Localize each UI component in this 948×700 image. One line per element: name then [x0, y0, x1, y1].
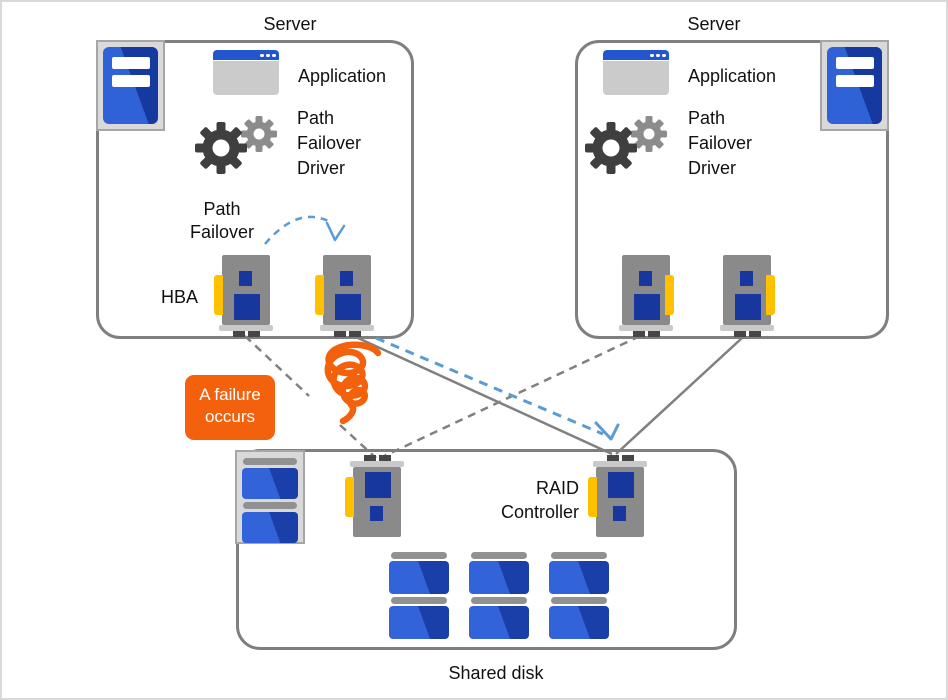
path-left-hba1-to-left-raid — [244, 335, 310, 397]
hba-failover-arc-arrowhead — [325, 221, 346, 242]
hba-label: HBA — [161, 287, 199, 307]
path-left-hba2-to-right-raid — [357, 336, 613, 456]
path-right-hba2-to-right-raid — [615, 337, 743, 455]
disk-icon — [469, 552, 529, 594]
hba-card-left-1 — [214, 255, 274, 337]
big-gear — [195, 122, 247, 174]
tower-server-icon — [820, 40, 889, 131]
hba-card-right-1 — [614, 255, 674, 337]
failure-coil-icon — [324, 341, 382, 425]
application-label-left: Application — [298, 66, 387, 86]
failover-route-arrow — [375, 336, 604, 436]
raid-controller-label: RAID Controller — [500, 478, 579, 522]
driver-label-left: Path Failover Driver — [297, 108, 362, 178]
right-server-title: Server — [687, 14, 741, 34]
path-right-hba1-to-left-raid — [379, 334, 641, 460]
disk-icon — [549, 552, 609, 594]
path-left-hba1-to-left-raid-2 — [339, 424, 377, 459]
hba-card-left-2 — [315, 255, 375, 337]
left-server-title: Server — [263, 14, 317, 34]
app-window-titlebar — [213, 50, 279, 60]
failover-route-arrowhead — [594, 421, 620, 441]
application-label-right: Application — [688, 66, 777, 86]
gears-icon-left — [195, 116, 277, 174]
app-window-icon — [603, 50, 669, 95]
raid-controller-card-right — [588, 455, 648, 537]
app-window-icon — [213, 50, 279, 95]
disk-icon — [469, 597, 529, 639]
driver-label-right: Path Failover Driver — [688, 108, 753, 178]
hba-card-right-2 — [715, 255, 775, 337]
disk-enclosure-icon — [235, 450, 305, 544]
gears-icon-right — [585, 116, 667, 174]
disk-icon — [389, 597, 449, 639]
shared-disk-box — [236, 449, 737, 650]
hba-failover-arc — [264, 215, 333, 245]
small-gear — [241, 116, 277, 152]
shared-disk-label: Shared disk — [448, 663, 544, 683]
path-failover-label: Path Failover — [189, 199, 255, 242]
tower-server-icon — [96, 40, 165, 131]
raid-controller-card-left — [345, 455, 405, 537]
disk-icon — [549, 597, 609, 639]
disk-icon — [389, 552, 449, 594]
failure-callout: A failure occurs — [185, 375, 275, 440]
